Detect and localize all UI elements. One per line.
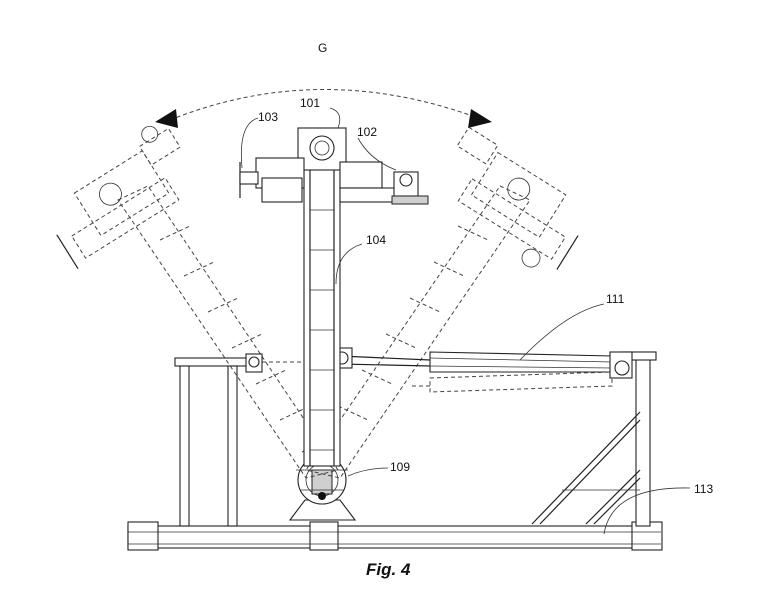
base-frame [128, 522, 662, 550]
label-101: 101 [300, 96, 320, 110]
label-113: 113 [694, 482, 713, 496]
label-102: 102 [357, 125, 377, 139]
label-109: 109 [390, 460, 410, 474]
label-104: 104 [366, 233, 386, 247]
figure-caption: Fig. 4 [366, 560, 411, 579]
right-stand [532, 352, 656, 526]
label-111: 111 [606, 292, 625, 306]
center-boom [304, 166, 340, 466]
left-stand [175, 358, 247, 526]
label-103: 103 [258, 110, 278, 124]
label-g: G [318, 41, 327, 55]
motion-arc-g [155, 89, 492, 128]
